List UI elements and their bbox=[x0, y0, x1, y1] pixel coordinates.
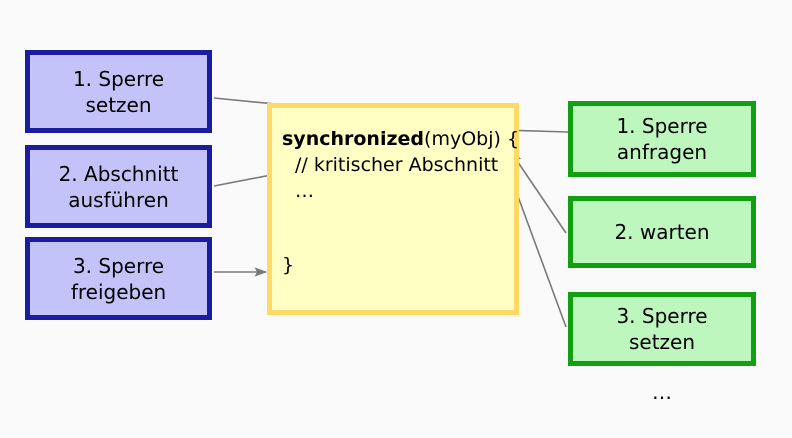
step-box-lock-request-line1: 1. Sperre bbox=[616, 114, 708, 138]
step-box-lock-set-line2: setzen bbox=[85, 92, 152, 117]
code-signature: (myObj) { bbox=[424, 128, 520, 150]
step-box-execute-section-line2: ausführen bbox=[68, 187, 169, 212]
step-box-lock-set-other-line2: setzen bbox=[628, 330, 696, 354]
code-line-body-ellipsis: … bbox=[295, 180, 314, 203]
step-box-execute-section-line1: 2. Abschnitt bbox=[58, 161, 179, 186]
step-box-wait-line1: 2. warten bbox=[614, 220, 710, 244]
step-box-lock-set-other-line1: 3. Sperre bbox=[616, 304, 708, 328]
code-line-closing-brace: } bbox=[282, 253, 295, 276]
step-box-lock-request-line2: anfragen bbox=[616, 140, 708, 164]
step-box-lock-release[interactable]: 3. Sperre freigeben bbox=[25, 237, 212, 320]
code-line-synchronized: synchronized(myObj) { bbox=[282, 126, 519, 152]
arrow-green-2-to-code bbox=[510, 150, 567, 234]
step-box-lock-set-line1: 1. Sperre bbox=[72, 66, 165, 91]
right-column-trailing-ellipsis: … bbox=[652, 380, 674, 404]
code-line-comment: // kritischer Abschnitt bbox=[295, 154, 499, 177]
code-keyword-synchronized: synchronized bbox=[282, 128, 425, 150]
step-box-lock-release-line2: freigeben bbox=[70, 279, 167, 304]
synchronized-code-block: synchronized(myObj) { // kritischer Absc… bbox=[267, 103, 519, 315]
step-box-lock-request[interactable]: 1. Sperre anfragen bbox=[568, 101, 756, 177]
step-box-lock-set[interactable]: 1. Sperre setzen bbox=[25, 50, 212, 133]
step-box-lock-release-line1: 3. Sperre bbox=[72, 253, 165, 278]
step-box-wait[interactable]: 2. warten bbox=[568, 196, 756, 268]
step-box-execute-section[interactable]: 2. Abschnitt ausführen bbox=[25, 145, 212, 228]
step-box-lock-set-other[interactable]: 3. Sperre setzen bbox=[568, 292, 756, 366]
